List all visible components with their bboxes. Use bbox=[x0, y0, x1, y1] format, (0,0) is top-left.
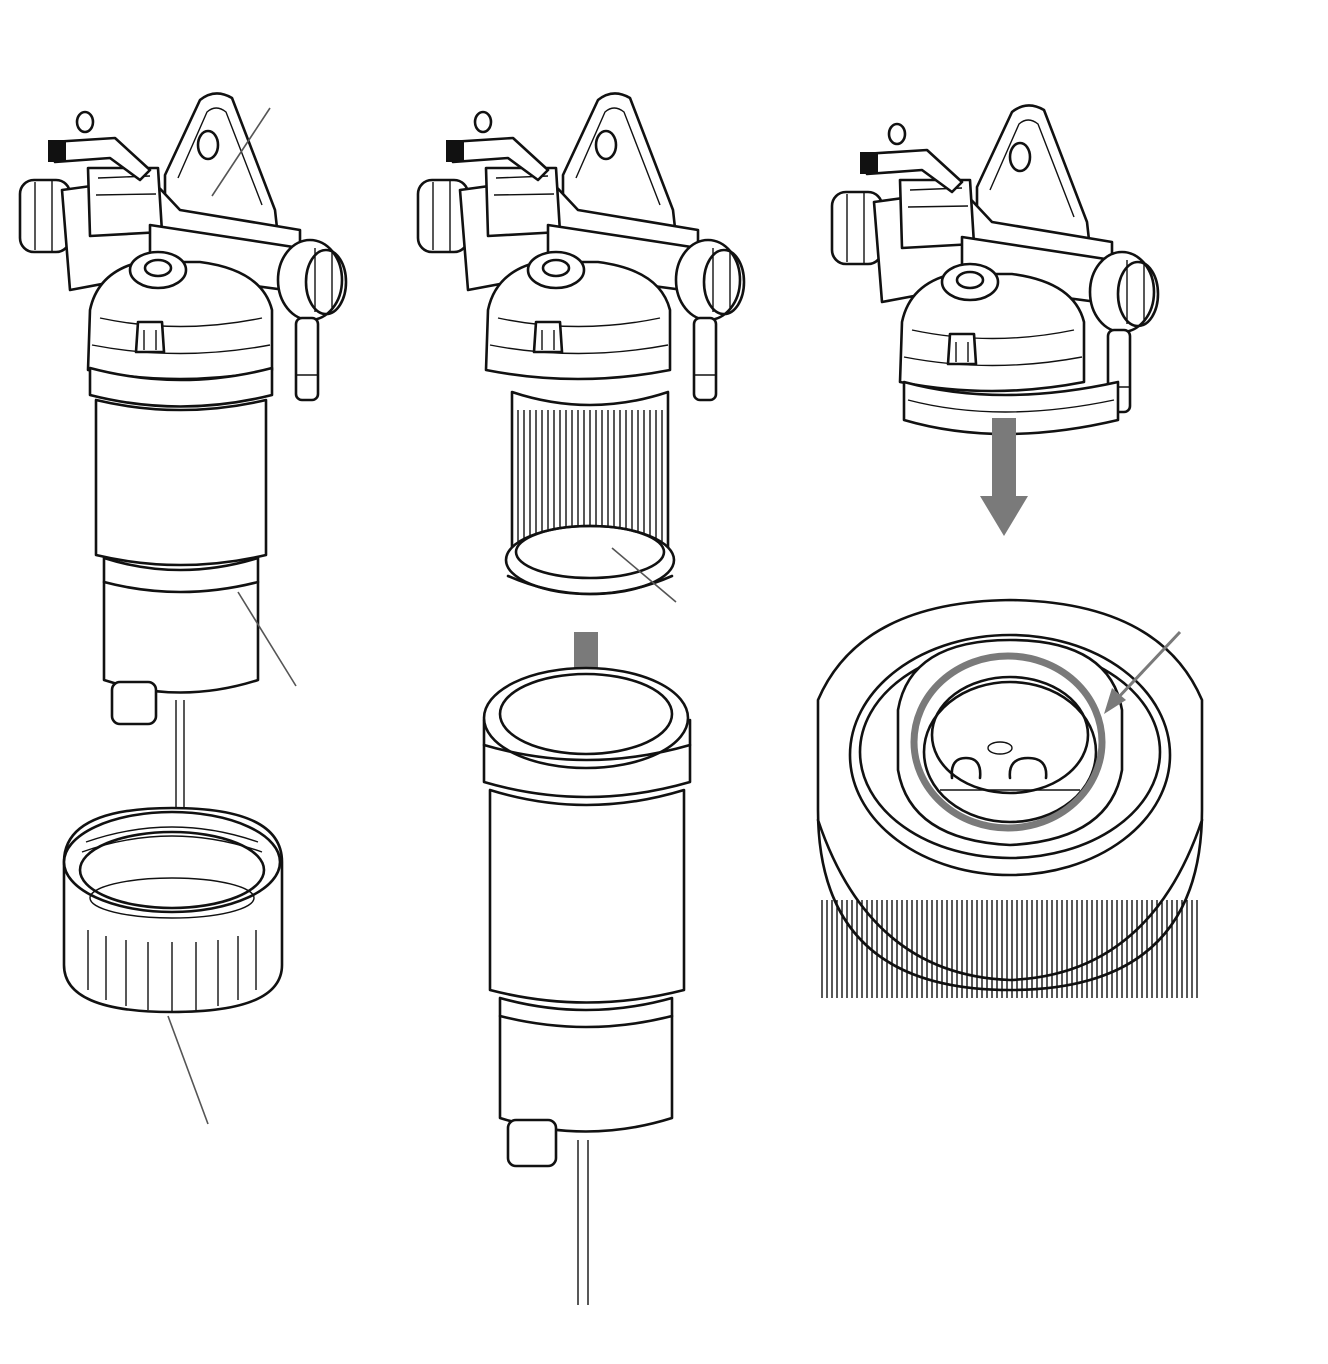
ring-nut bbox=[62, 806, 284, 1014]
pointer-arrow-icon bbox=[1104, 630, 1182, 714]
step-3-check-seal bbox=[816, 104, 1204, 998]
seal-o-ring bbox=[910, 652, 1106, 832]
leader-lines-1 bbox=[167, 107, 297, 1125]
step-2-remove-filter-element bbox=[416, 92, 746, 1305]
leader-line-element bbox=[611, 547, 677, 603]
step-1-remove-ring-nut bbox=[18, 92, 348, 1125]
filter-bowl-1 bbox=[88, 366, 274, 880]
head-lower-rim bbox=[902, 380, 1120, 436]
filter-head-3 bbox=[830, 104, 1160, 414]
down-arrow-icon bbox=[980, 418, 1028, 536]
filter-head-2 bbox=[416, 92, 746, 402]
filter-bowl-2 bbox=[482, 666, 692, 1305]
filter-head-1 bbox=[18, 92, 348, 402]
filter-element bbox=[504, 390, 676, 596]
filter-element-top-closeup bbox=[816, 598, 1204, 998]
